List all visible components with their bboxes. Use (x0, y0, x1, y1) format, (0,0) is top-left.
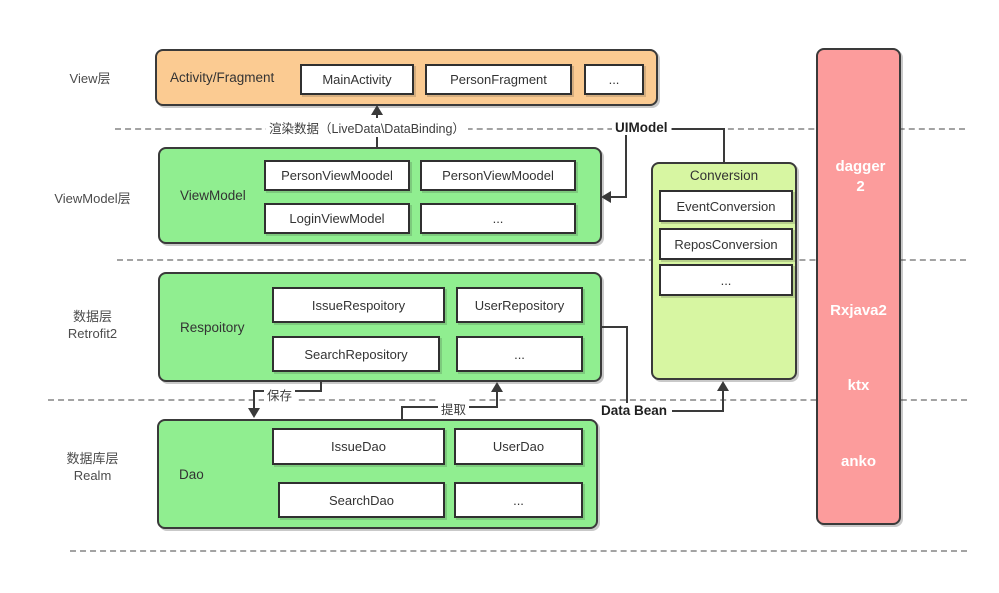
class-box: IssueRespoitory (272, 287, 445, 323)
class-box: LoginViewModel (264, 203, 410, 234)
class-box: ReposConversion (659, 228, 793, 260)
layer-label-text: 数据库层 (66, 451, 119, 466)
view-group-box: Activity/Fragment MainActivity PersonFra… (155, 49, 658, 106)
library-label: ktx (847, 377, 870, 394)
layer-divider (115, 128, 965, 130)
class-box: PersonViewMoodel (264, 160, 410, 191)
class-box-ellipsis: ... (659, 264, 793, 296)
layer-sublabel-text: Realm (73, 467, 112, 483)
class-box: UserRepository (456, 287, 583, 323)
layer-label-data: 数据层 Retrofit2 (35, 309, 150, 343)
connector-line (611, 196, 627, 198)
class-box: EventConversion (659, 190, 793, 222)
library-label: Rxjava2 (830, 302, 887, 319)
layer-divider (117, 259, 966, 261)
arrowhead-left-icon (601, 191, 611, 203)
dao-group-title: Dao (179, 466, 204, 482)
render-data-label: 渲染数据（LiveData\DataBinding） (266, 118, 468, 137)
layer-label-database: 数据库层 Realm (35, 451, 150, 485)
layer-label-text: ViewModel层 (54, 191, 131, 206)
class-box: UserDao (454, 428, 583, 465)
class-box: SearchRepository (272, 336, 440, 372)
arrowhead-up-icon (717, 381, 729, 391)
class-box: PersonViewMoodel (420, 160, 576, 191)
class-box: SearchDao (278, 482, 445, 518)
class-box: MainActivity (300, 64, 414, 95)
data-bean-label: Data Bean (598, 403, 671, 418)
arrowhead-up-icon (371, 105, 383, 115)
save-label: 保存 (264, 385, 296, 404)
layer-divider (70, 550, 967, 552)
conversion-group-box: Conversion EventConversion ReposConversi… (651, 162, 797, 380)
class-box: PersonFragment (425, 64, 572, 95)
dao-group-box: Dao IssueDao UserDao SearchDao ... (157, 419, 598, 529)
layer-label-text: View层 (69, 71, 111, 86)
library-label: anko (840, 453, 876, 470)
connector-line (602, 326, 628, 328)
repository-group-title: Respoitory (180, 319, 245, 335)
connector-line (320, 382, 322, 392)
connector-line (672, 410, 724, 412)
arrowhead-down-icon (248, 408, 260, 418)
layer-label-view: View层 (35, 71, 145, 88)
layer-label-text: 数据层 (72, 309, 112, 324)
class-box-ellipsis: ... (584, 64, 644, 95)
class-box-ellipsis: ... (456, 336, 583, 372)
connector-line (496, 391, 498, 407)
connector-line (626, 326, 628, 403)
conversion-group-title: Conversion (689, 168, 759, 183)
repository-group-box: Respoitory IssueRespoitory UserRepositor… (158, 272, 602, 382)
library-label: dagger 2 (835, 158, 886, 196)
viewmodel-group-box: ViewModel PersonViewMoodel PersonViewMoo… (158, 147, 602, 244)
viewmodel-group-title: ViewModel (180, 188, 246, 203)
connector-line (672, 128, 725, 130)
connector-line (722, 391, 724, 412)
layer-label-viewmodel: ViewModel层 (30, 191, 155, 208)
extract-label: 提取 (438, 399, 470, 418)
libraries-bar: dagger 2 Rxjava2 ktx anko (816, 48, 901, 525)
layer-sublabel-text: Retrofit2 (67, 325, 118, 341)
connector-line (401, 407, 403, 419)
class-box-ellipsis: ... (420, 203, 576, 234)
class-box-ellipsis: ... (454, 482, 583, 518)
connector-line (253, 390, 255, 409)
connector-line (723, 128, 725, 162)
uimodel-label: UIModel (612, 120, 671, 135)
connector-line (625, 134, 627, 197)
arrowhead-up-icon (491, 382, 503, 392)
view-group-title: Activity/Fragment (170, 70, 275, 85)
class-box: IssueDao (272, 428, 445, 465)
layer-divider (48, 399, 967, 401)
